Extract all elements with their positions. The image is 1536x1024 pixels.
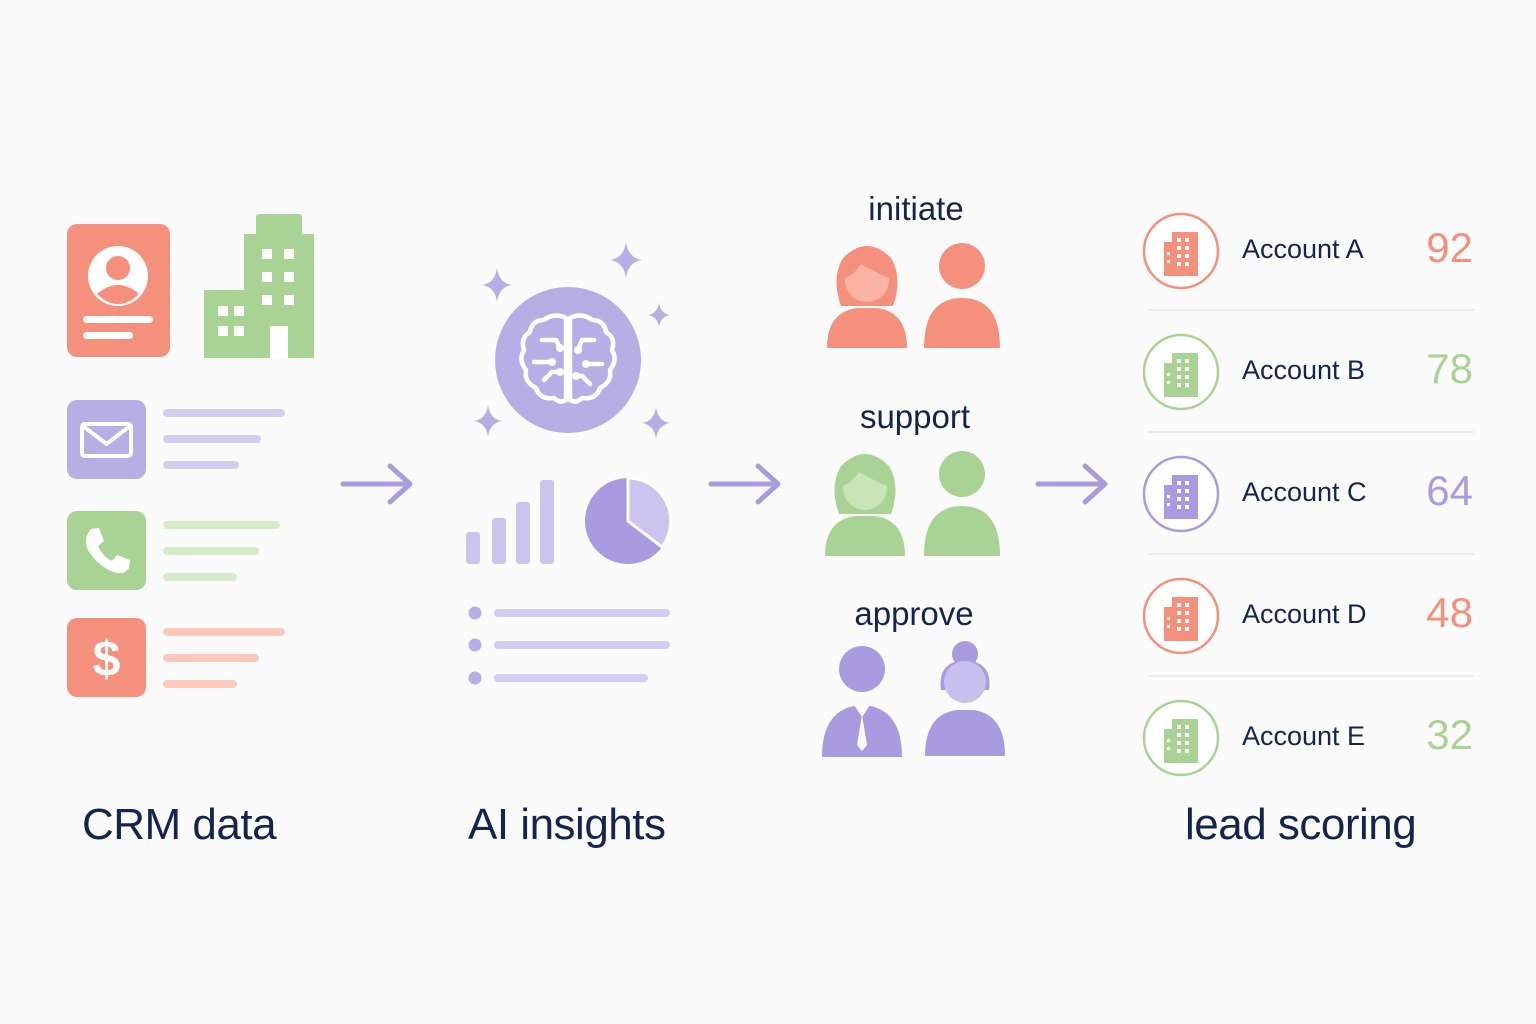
contact-card-icon	[67, 224, 170, 357]
bullet-list-icon	[468, 606, 670, 685]
phone-text-lines	[163, 521, 280, 581]
divider	[1148, 309, 1474, 311]
dollar-icon: $	[67, 618, 146, 697]
brain-icon	[495, 287, 641, 433]
account-name: Account A	[1242, 234, 1364, 264]
person-icon	[924, 451, 1000, 556]
ai-insights-column	[460, 230, 680, 700]
arrow-right-icon	[340, 463, 413, 505]
stage-label-lead-scoring: lead scoring	[1185, 800, 1417, 849]
building-icon	[1142, 455, 1220, 533]
office-building-icon	[204, 214, 314, 358]
stage-label-crm-data: CRM data	[82, 800, 277, 849]
account-row[interactable]: Account B 78	[1142, 333, 1477, 413]
building-icon	[1142, 699, 1220, 777]
account-score: 92	[1426, 224, 1473, 271]
crm-data-column: $	[60, 205, 320, 705]
account-row[interactable]: Account E 32	[1142, 699, 1477, 779]
divider	[1148, 675, 1474, 677]
account-name: Account D	[1242, 599, 1367, 629]
sparkle-icon	[610, 242, 642, 278]
arrow-right-icon	[1035, 463, 1108, 505]
businessman-icon	[822, 646, 902, 757]
arrow-right-icon	[708, 463, 781, 505]
account-row[interactable]: Account A 92	[1142, 212, 1477, 292]
sparkle-icon	[482, 268, 512, 302]
woman-icon	[925, 641, 1005, 756]
bar-chart-icon	[466, 480, 554, 564]
person-icon	[924, 243, 1000, 348]
email-text-lines	[163, 409, 285, 469]
building-icon	[1142, 333, 1220, 411]
email-icon	[67, 400, 146, 479]
phone-icon	[67, 511, 146, 590]
account-row[interactable]: Account C 64	[1142, 455, 1477, 535]
sparkle-icon	[474, 405, 502, 437]
building-icon	[1142, 577, 1220, 655]
role-label-support: support	[859, 398, 971, 435]
woman-icon	[825, 454, 905, 556]
account-name: Account B	[1242, 355, 1366, 385]
account-name: Account C	[1242, 477, 1367, 507]
divider	[1148, 431, 1474, 433]
svg-text:$: $	[93, 631, 121, 687]
dollar-text-lines	[163, 628, 285, 688]
building-icon	[1142, 212, 1220, 290]
account-score: 64	[1426, 467, 1473, 514]
stage-label-ai-insights: AI insights	[468, 800, 666, 849]
account-score: 48	[1426, 589, 1473, 636]
sparkle-icon	[642, 407, 670, 439]
role-label-approve: approve	[854, 595, 974, 632]
account-score: 32	[1426, 711, 1473, 758]
divider	[1148, 553, 1474, 555]
pie-chart-icon	[585, 476, 673, 564]
account-row[interactable]: Account D 48	[1142, 577, 1477, 657]
account-score: 78	[1426, 345, 1473, 392]
woman-icon	[827, 246, 907, 348]
sparkle-icon	[648, 302, 670, 328]
role-label-initiate: initiate	[868, 190, 964, 227]
account-name: Account E	[1242, 721, 1366, 751]
